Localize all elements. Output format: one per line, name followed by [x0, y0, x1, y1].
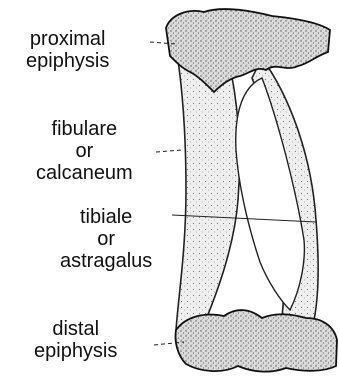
label-proximal-epiphysis: proximal epiphysis [26, 28, 109, 72]
label-distal-line1: distal [34, 318, 117, 340]
label-fibulare-line2: or [36, 140, 133, 162]
leader-fibulare [156, 150, 182, 152]
label-tibiale: tibiale or astragalus [60, 206, 152, 272]
label-tibiale-line2: or [60, 228, 152, 250]
label-fibulare: fibulare or calcaneum [36, 118, 133, 184]
label-distal-line2: epiphysis [34, 340, 117, 362]
label-tibiale-line1: tibiale [60, 206, 152, 228]
label-tibiale-line3: astragalus [60, 250, 152, 272]
label-proximal-line1: proximal [26, 28, 109, 50]
distal-epiphysis-shape [175, 310, 337, 372]
interosseous-space [236, 78, 305, 310]
label-distal-epiphysis: distal epiphysis [34, 318, 117, 362]
label-fibulare-line1: fibulare [36, 118, 133, 140]
label-fibulare-line3: calcaneum [36, 162, 133, 184]
label-proximal-line2: epiphysis [26, 50, 109, 72]
